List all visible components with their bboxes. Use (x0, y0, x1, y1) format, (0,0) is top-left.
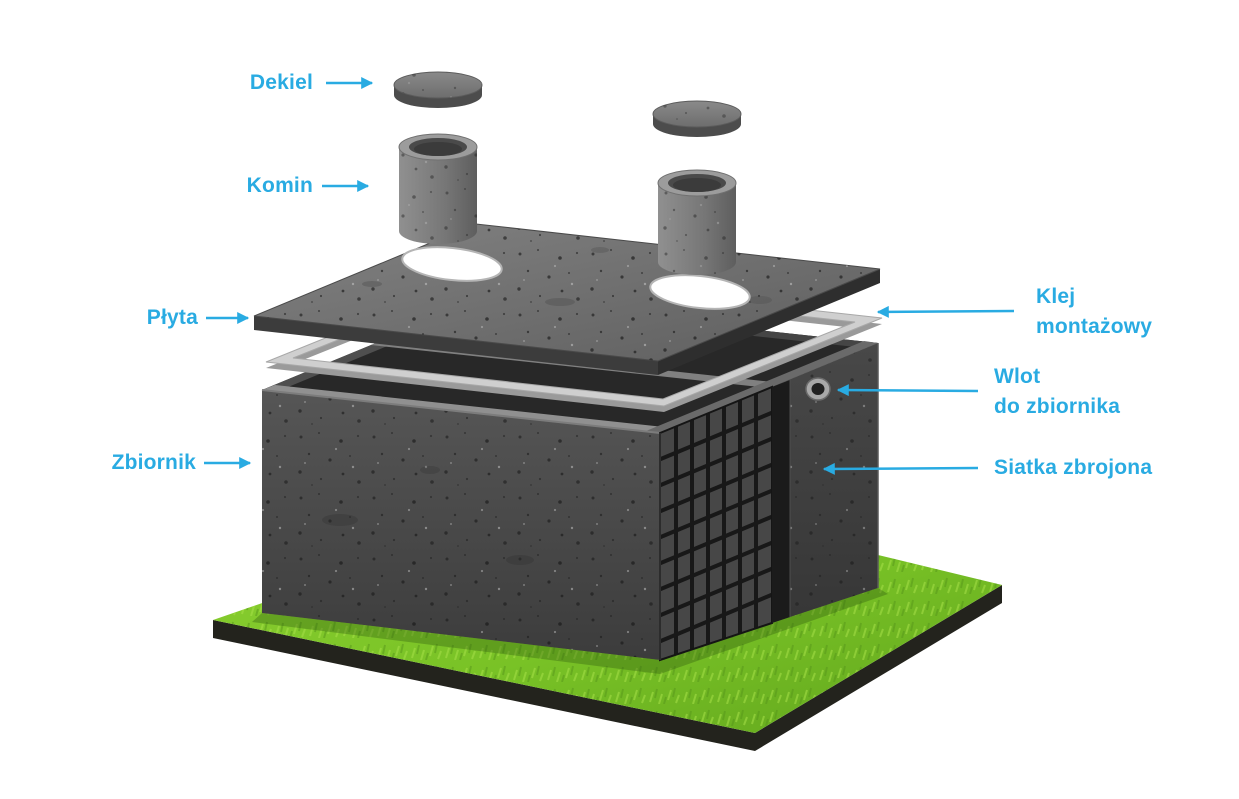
label-klej-line1: Klej (1036, 285, 1076, 308)
label-zbiornik: Zbiornik (58, 448, 196, 478)
label-plyta: Płyta (76, 303, 198, 333)
arrow-siatka (822, 462, 979, 475)
label-wlot-line1: Wlot (994, 365, 1041, 388)
mesh-edge-strip (772, 380, 790, 623)
arrow-wlot (836, 384, 979, 397)
label-wlot-do-zbiornika: Wlot do zbiornika (994, 362, 1214, 422)
chimney-right (657, 169, 737, 275)
chimney-left (398, 133, 478, 244)
arrow-klej (876, 305, 1015, 318)
soil-edge (213, 585, 1002, 751)
label-wlot-line2: do zbiornika (994, 395, 1121, 418)
lid-right (652, 100, 742, 137)
label-dekiel-text: Dekiel (249, 71, 313, 94)
callout-arrows (204, 77, 1015, 475)
label-klej-montazowy: Klej montażowy (1036, 282, 1226, 342)
tank-ground-shadow (252, 588, 888, 674)
label-komin-text: Komin (246, 174, 313, 197)
tank-body (261, 300, 879, 662)
label-klej-line2: montażowy (1036, 315, 1153, 338)
inlet-hole (805, 377, 831, 401)
label-plyta-text: Płyta (146, 306, 198, 329)
slab-hole-left (401, 246, 503, 282)
label-dekiel: Dekiel (168, 68, 313, 98)
lid-left (393, 71, 483, 108)
reinforced-mesh-grid (659, 380, 791, 662)
label-siatka-zbrojona: Siatka zbrojona (994, 453, 1224, 483)
label-siatka-text: Siatka zbrojona (994, 456, 1153, 479)
slab-hole-right (649, 274, 751, 310)
label-zbiornik-text: Zbiornik (111, 451, 196, 474)
label-komin: Komin (168, 171, 313, 201)
